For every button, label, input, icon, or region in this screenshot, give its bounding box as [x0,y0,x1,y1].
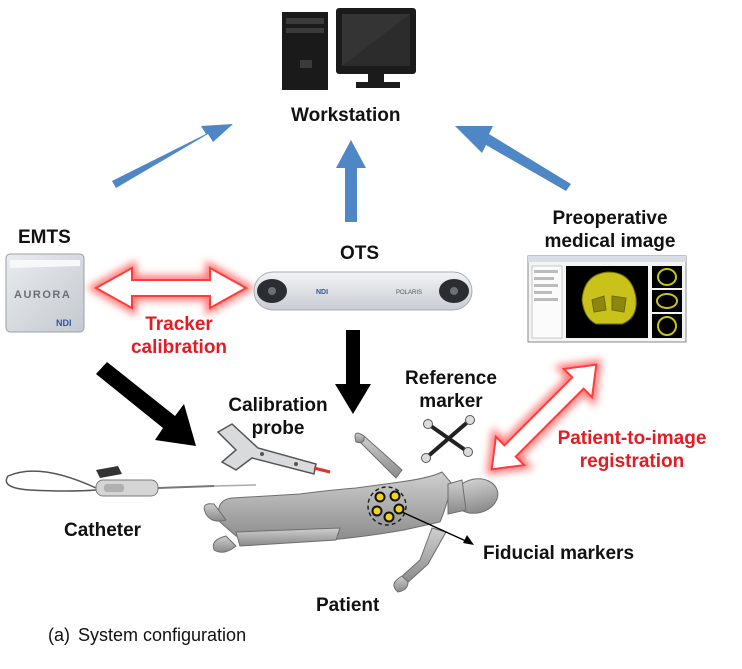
reference-marker-label: Reference marker [394,367,508,413]
ots-to-workstation-arrow [336,140,366,222]
image-to-workstation-arrow [455,126,571,191]
medical-image-screenshot [527,255,687,343]
tracker-calibration-label: Tracker calibration [120,313,238,359]
calibration-probe-label: Calibration probe [216,394,340,440]
caption-text: System configuration [78,625,247,645]
fiducial-markers [367,486,474,545]
polaris-logo: POLARIS [396,290,422,296]
skull-render [581,271,637,325]
fiducial-markers-label: Fiducial markers [483,543,635,564]
tracker-label-line1: Tracker [145,314,213,335]
calibration-probe-icon [216,423,331,475]
patient-to-image-label: Patient-to-image registration [548,427,716,473]
reference-label-line1: Reference [405,368,497,389]
ots-label: OTS [340,243,380,264]
catheter-label: Catheter [64,520,142,541]
patient-to-image-label-line2: registration [579,451,685,472]
ots-ndi-logo: NDI [316,289,328,296]
caption-tag: (a) [48,625,70,645]
workstation-label: Workstation [291,105,401,126]
tracker-calibration-arrow [86,260,256,316]
reference-marker-icon [421,415,475,463]
emts-device: AURORA NDI [5,253,85,333]
workstation-computer-icon [282,8,416,90]
calibration-label-line1: Calibration [228,395,328,416]
patient-to-image-arrow [486,359,602,475]
fiducial-leader-line [401,511,469,543]
ots-device: NDI POLARIS [253,271,473,311]
catheter-icon [5,466,257,497]
emts-to-patient-arrow [96,362,196,446]
preoperative-label-line1: Preoperative [552,208,668,229]
ots-to-patient-arrow [335,330,371,414]
patient-label: Patient [316,595,380,616]
preoperative-image-label: Preoperative medical image [536,207,684,253]
flow-arrows [112,124,571,222]
patient-to-image-label-line1: Patient-to-image [557,428,707,449]
measurement-arrows [96,330,371,446]
emts-ndi-logo: NDI [56,318,72,328]
aurora-logo: AURORA [14,289,71,301]
tracker-label-line2: calibration [130,337,228,358]
preoperative-label-line2: medical image [544,231,676,252]
emts-to-workstation-arrow [112,124,233,188]
calibration-label-line2: probe [251,418,305,439]
figure-caption: (a) System configuration [48,625,246,646]
reference-label-line2: marker [419,391,483,412]
emts-label: EMTS [18,227,71,248]
